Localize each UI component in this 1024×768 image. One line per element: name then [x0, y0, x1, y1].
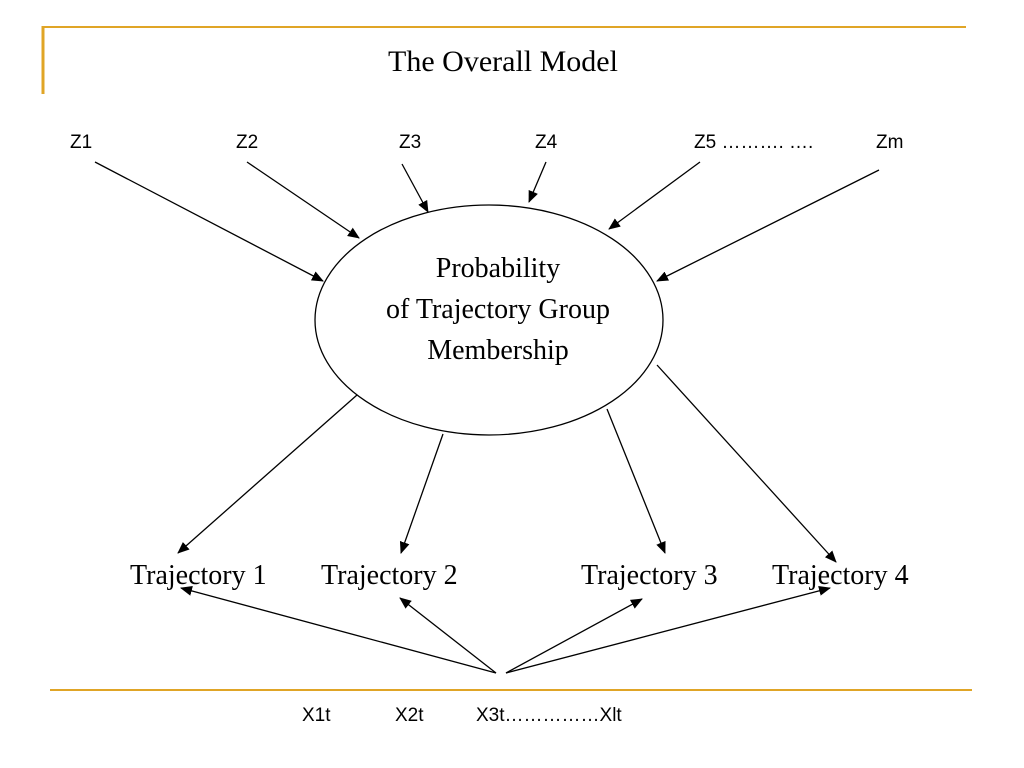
membership-label-line-1: Probability — [436, 253, 560, 284]
arrow-zm-to-membership — [656, 169, 880, 282]
z-to-membership-arrows — [94, 161, 880, 282]
membership-to-trajectory-arrows — [177, 364, 837, 563]
covariate-zm-label: Zm — [876, 132, 903, 153]
arrow-x-to-trajectory-2 — [399, 597, 497, 674]
trajectory-4-label: Trajectory 4 — [772, 560, 909, 591]
covariate-z2-label: Z2 — [236, 132, 258, 153]
trajectory-3-label: Trajectory 3 — [581, 560, 718, 591]
arrow-z3-to-membership — [401, 163, 429, 213]
arrow-membership-to-trajectory-3 — [606, 408, 666, 554]
covariate-z5-label: Z5 ………. …. — [694, 132, 813, 153]
arrow-z1-to-membership — [94, 161, 324, 282]
arrow-x-to-trajectory-4 — [505, 585, 831, 674]
covariate-z4-label: Z4 — [535, 132, 558, 153]
trajectory-1-label: Trajectory 1 — [130, 560, 267, 591]
arrow-x-to-trajectory-1 — [180, 586, 497, 674]
covariate-z3-label: Z3 — [399, 132, 421, 153]
membership-label-line-2: of Trajectory Group — [386, 294, 610, 325]
covariate-x3t-xlt-label: X3t……………Xlt — [476, 705, 622, 726]
arrow-membership-to-trajectory-4 — [656, 364, 837, 563]
arrow-z5-to-membership — [608, 161, 701, 230]
covariate-x1t-label: X1t — [302, 705, 331, 726]
covariate-z1-label: Z1 — [70, 132, 92, 153]
membership-label-line-3: Membership — [427, 335, 569, 366]
arrow-z2-to-membership — [246, 161, 360, 239]
membership-probability-ellipse — [314, 204, 664, 436]
arrow-x-to-trajectory-3 — [505, 598, 643, 674]
arrow-z4-to-membership — [528, 161, 547, 203]
slide-title: The Overall Model — [388, 45, 618, 78]
x-to-trajectory-arrows — [180, 585, 831, 674]
arrow-membership-to-trajectory-2 — [399, 433, 444, 554]
trajectory-2-label: Trajectory 2 — [321, 560, 458, 591]
covariate-x2t-label: X2t — [395, 705, 424, 726]
arrow-membership-to-trajectory-1 — [177, 394, 358, 554]
